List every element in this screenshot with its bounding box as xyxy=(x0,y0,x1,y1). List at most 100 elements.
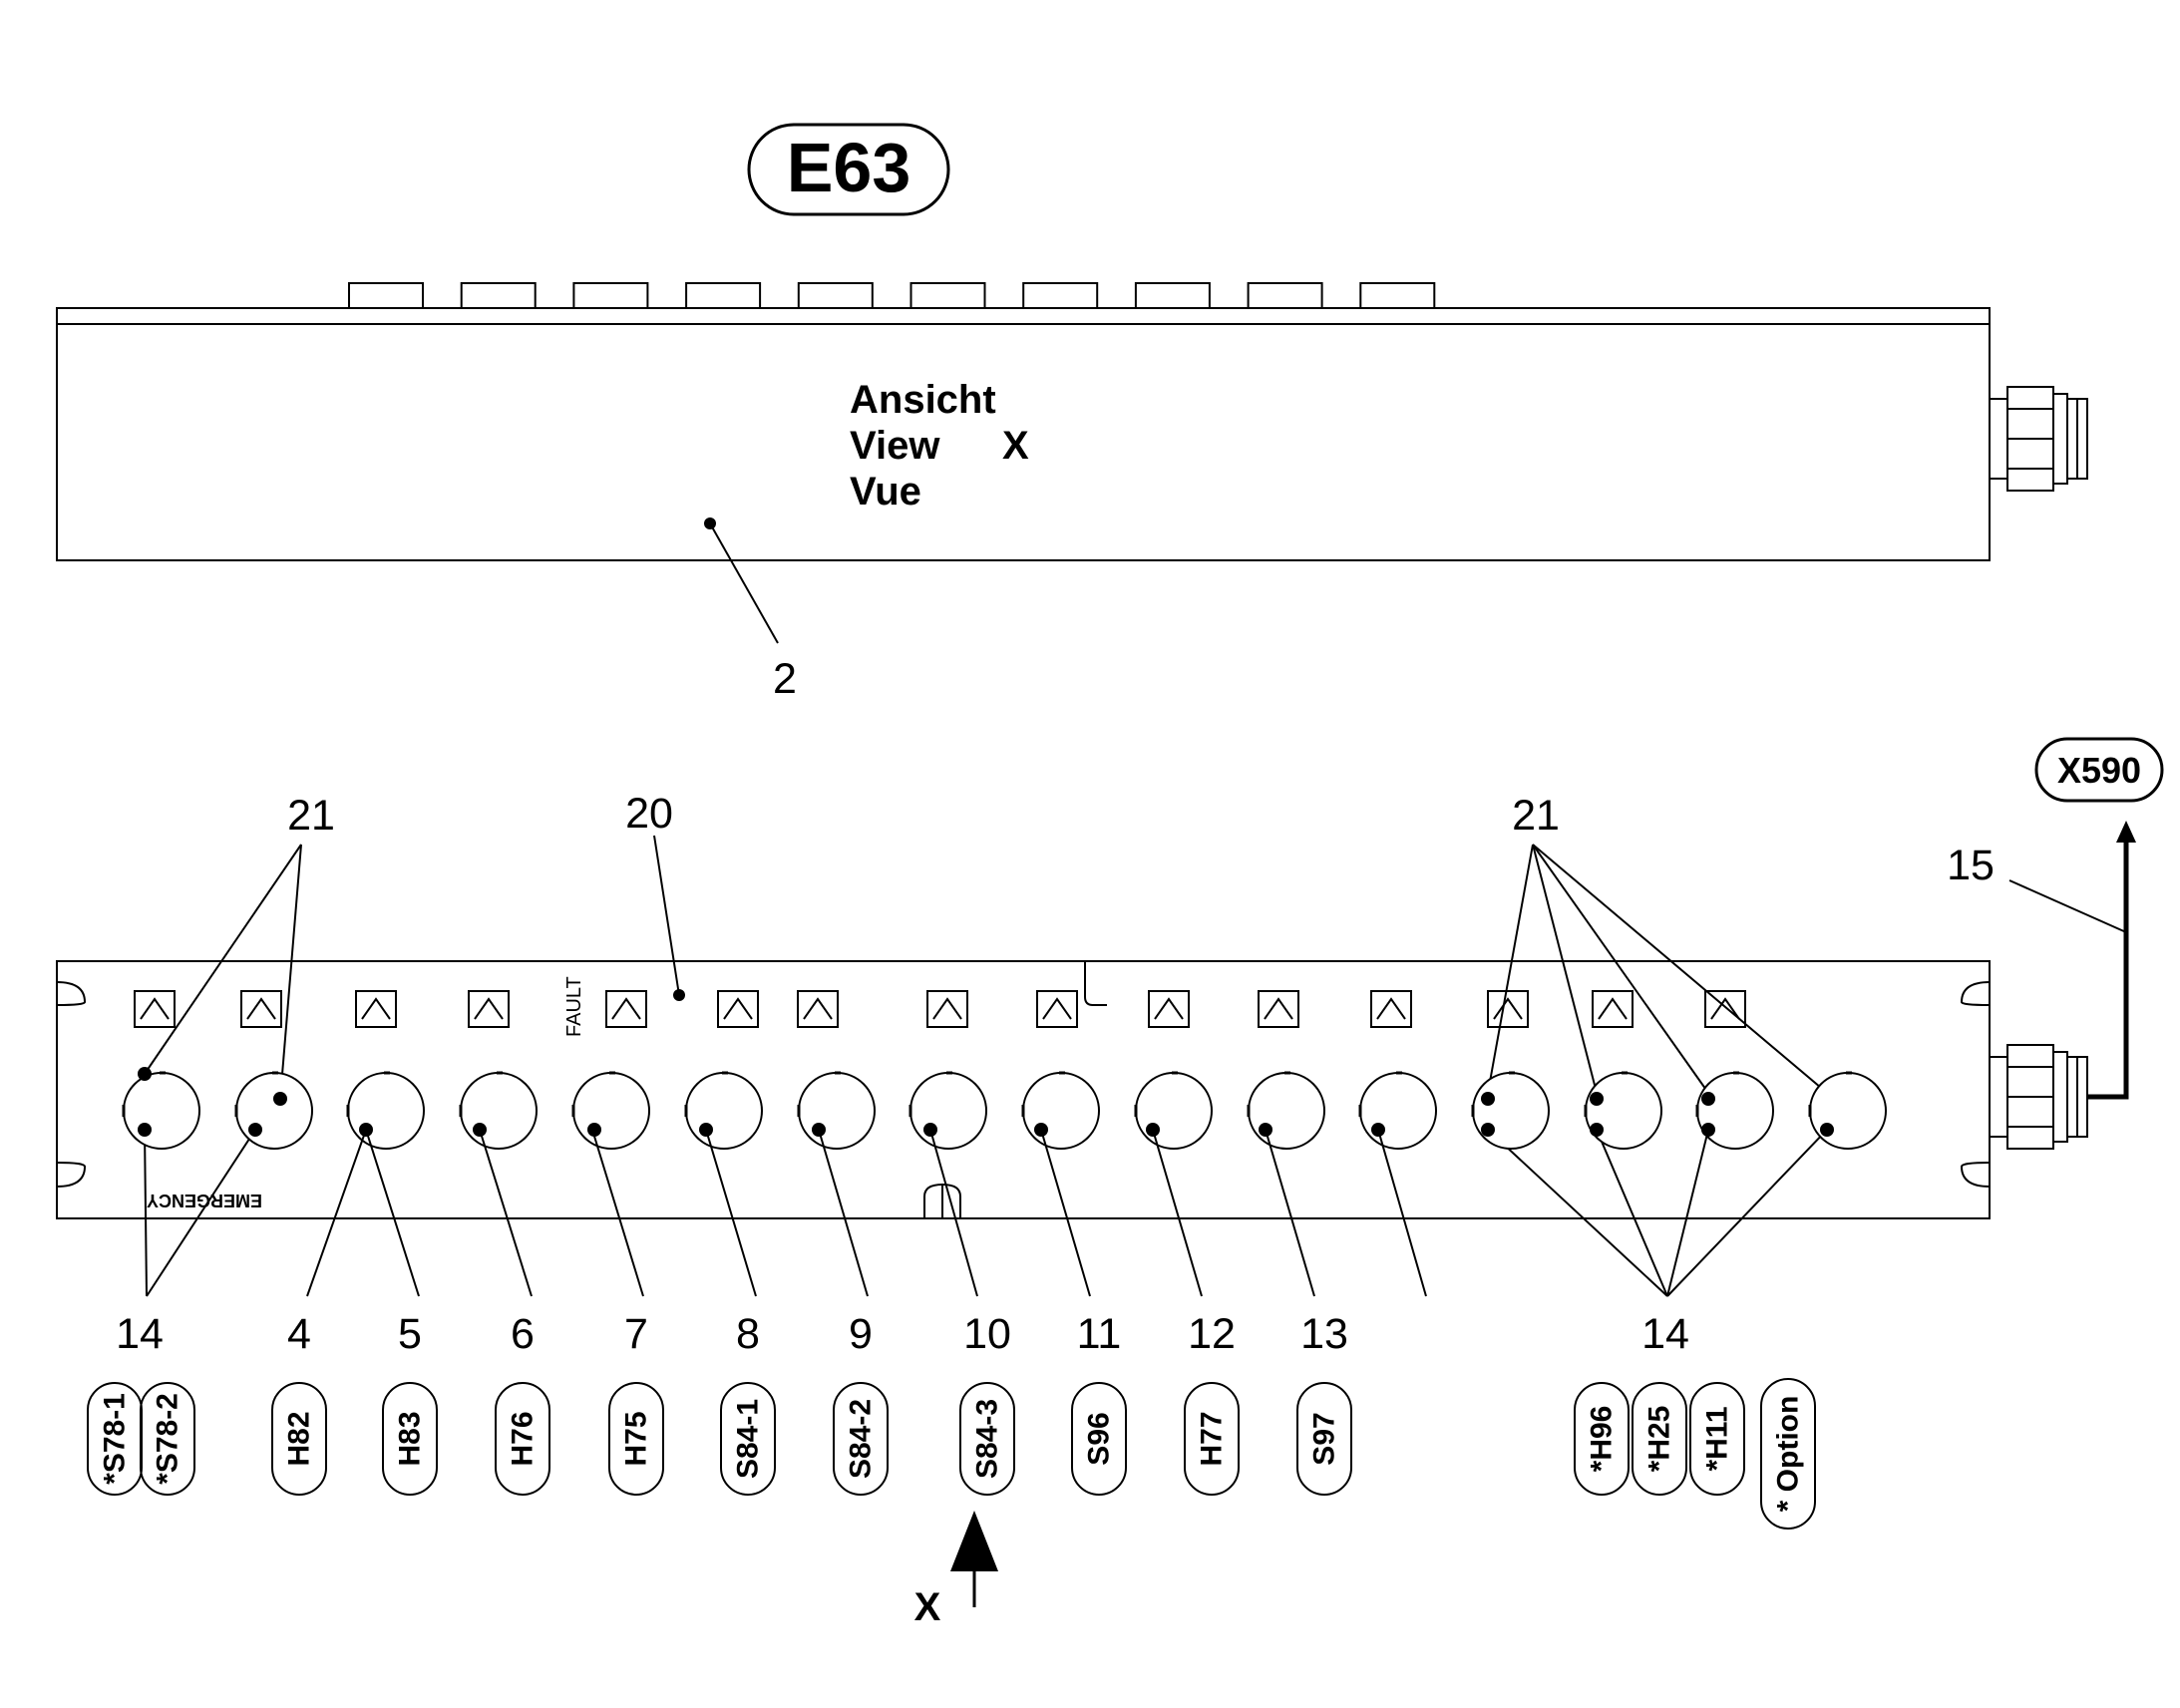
rotation-icon xyxy=(926,990,968,1028)
caption-line-1: Ansicht xyxy=(850,378,996,422)
component-tag: *S78-1 xyxy=(87,1382,143,1496)
panel-button[interactable] xyxy=(346,1071,425,1150)
track-lift-icon xyxy=(1370,990,1412,1028)
indicator-dot xyxy=(138,1067,152,1081)
panel-button[interactable] xyxy=(1471,1071,1550,1150)
indicator-dot xyxy=(1590,1092,1604,1106)
callout-cable-number: 15 xyxy=(1947,842,1995,889)
callout-panel-number: 20 xyxy=(625,790,673,838)
boom-angle-icon xyxy=(355,990,397,1028)
side-button xyxy=(1359,282,1436,309)
indicator-dot xyxy=(1590,1123,1604,1137)
position-labels: 14*S78-1*S78-24H825H836H767H758S84-19S84… xyxy=(87,1310,1816,1530)
component-tag: S97 xyxy=(1296,1382,1352,1496)
component-tag-text: S96 xyxy=(1083,1412,1116,1465)
callout-lamps-right-number: 21 xyxy=(1512,792,1560,840)
indicator-dot xyxy=(138,1123,152,1137)
horn-icon xyxy=(1704,990,1746,1028)
position-number: 13 xyxy=(1300,1310,1348,1358)
panel-button[interactable] xyxy=(1134,1071,1213,1150)
panel-button[interactable] xyxy=(1021,1071,1100,1150)
callout-housing: 2 xyxy=(704,517,797,703)
component-tag: H76 xyxy=(495,1382,550,1496)
component-tag-text: *S78-2 xyxy=(152,1393,184,1485)
indicator-dot xyxy=(1481,1092,1495,1106)
component-tag: *H96 xyxy=(1574,1382,1630,1496)
panel-button[interactable] xyxy=(571,1071,650,1150)
callout-panel: 20 xyxy=(625,790,685,1001)
slope-icon xyxy=(1592,990,1634,1028)
indicator-dot xyxy=(248,1123,262,1137)
component-tag-text: S84-3 xyxy=(971,1399,1004,1479)
position-number: 10 xyxy=(963,1310,1011,1358)
component-tag-text: H75 xyxy=(620,1411,653,1466)
component-tag: H82 xyxy=(271,1382,327,1496)
indicator-dot xyxy=(587,1123,601,1137)
component-tag: *S78-2 xyxy=(140,1382,195,1496)
side-button xyxy=(348,282,424,309)
axle-icon xyxy=(1036,990,1078,1028)
component-tag-text: H77 xyxy=(1196,1411,1229,1466)
side-button xyxy=(1247,282,1323,309)
side-button xyxy=(572,282,649,309)
component-tag-text: S97 xyxy=(1308,1412,1341,1465)
component-tag-text: *H25 xyxy=(1643,1406,1676,1473)
callout-lamps-right: 21 xyxy=(1487,792,1828,1094)
position-number: 9 xyxy=(849,1310,873,1358)
panel-button[interactable] xyxy=(1695,1071,1774,1150)
position-number: 11 xyxy=(1077,1310,1122,1358)
connector-label: X590 xyxy=(2057,750,2141,791)
panel-button[interactable] xyxy=(1808,1071,1887,1150)
panel-button[interactable] xyxy=(684,1071,763,1150)
caption-line-3: Vue xyxy=(850,470,921,513)
position-number: 14 xyxy=(1641,1310,1689,1358)
component-tag-text: *H96 xyxy=(1586,1406,1619,1473)
position-number: 7 xyxy=(624,1310,648,1358)
view-arrow: X xyxy=(914,1511,998,1629)
component-tag: *H25 xyxy=(1632,1382,1687,1496)
view-caption: Ansicht View X Vue xyxy=(850,378,1029,513)
panel-button[interactable] xyxy=(459,1071,538,1150)
position-number: 12 xyxy=(1188,1310,1236,1358)
side-button xyxy=(797,282,874,309)
panel-button[interactable] xyxy=(908,1071,987,1150)
housing-side-view xyxy=(56,282,2088,561)
caption-marker: X xyxy=(1002,424,1029,468)
position-number: 14 xyxy=(116,1310,164,1358)
component-tag: S96 xyxy=(1071,1382,1127,1496)
panel-button[interactable] xyxy=(122,1071,200,1150)
component-tag: *H11 xyxy=(1689,1382,1745,1496)
support-leg-icon xyxy=(797,990,839,1028)
component-tag-text: *H11 xyxy=(1701,1406,1734,1471)
position-number: 5 xyxy=(398,1310,422,1358)
callout-leds-right xyxy=(1487,1129,1828,1297)
side-button xyxy=(909,282,986,309)
fault-label: FAULT xyxy=(563,976,585,1037)
callout-housing-number: 2 xyxy=(773,655,797,703)
position-number: 8 xyxy=(736,1310,760,1358)
fault-icon xyxy=(605,990,647,1028)
component-tag: H75 xyxy=(608,1382,664,1496)
title-badge: E63 xyxy=(747,123,950,216)
panel-button[interactable] xyxy=(234,1071,313,1150)
panel-button[interactable] xyxy=(1358,1071,1437,1150)
side-button xyxy=(460,282,537,309)
callout-lamps-left-number: 21 xyxy=(287,792,335,840)
panel-button[interactable] xyxy=(1247,1071,1325,1150)
panel-button[interactable] xyxy=(1584,1071,1662,1150)
grab-icon xyxy=(717,990,759,1028)
component-tag-text: H82 xyxy=(283,1411,316,1466)
view-arrow-label: X xyxy=(914,1585,941,1629)
indicator-dot xyxy=(1481,1123,1495,1137)
component-tag: S84-1 xyxy=(720,1382,776,1496)
swap-arrows-icon xyxy=(1487,990,1529,1028)
component-tag: S84-2 xyxy=(833,1382,889,1496)
cable-gland-front xyxy=(1989,1044,2088,1150)
panel-button[interactable] xyxy=(797,1071,876,1150)
track-icon xyxy=(1258,990,1299,1028)
component-tag-text: * Option xyxy=(1772,1396,1805,1513)
top-buttons xyxy=(348,282,1436,309)
indicator-dot xyxy=(1820,1123,1834,1137)
callout-leds-left xyxy=(144,1129,256,1297)
